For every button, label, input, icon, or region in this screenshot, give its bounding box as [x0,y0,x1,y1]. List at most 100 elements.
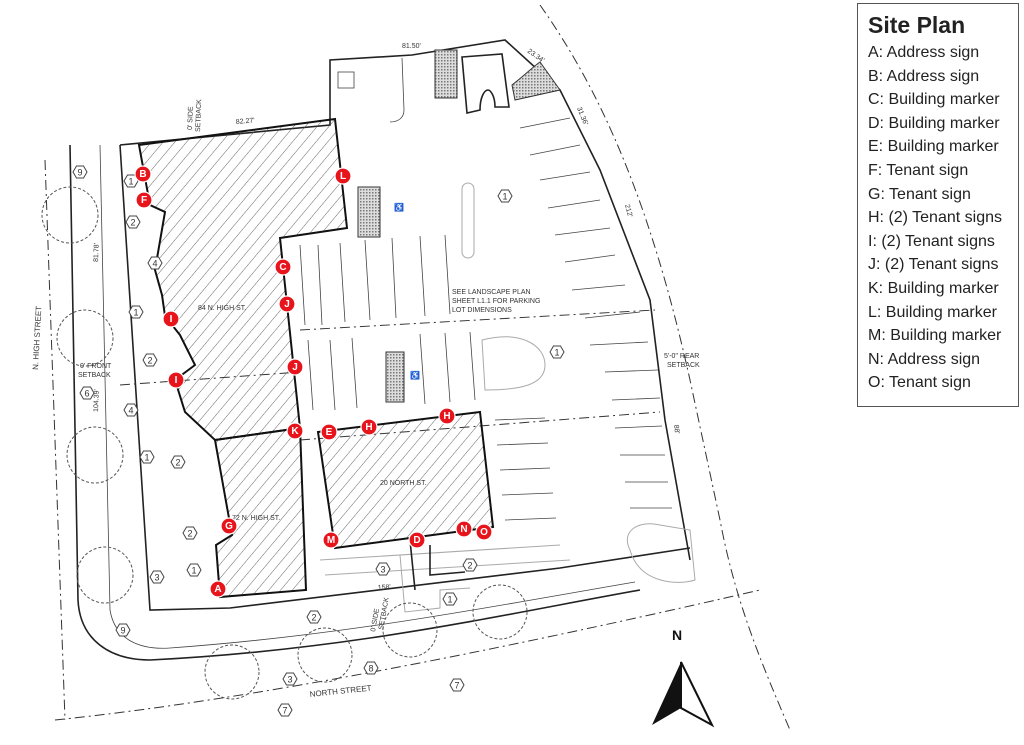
plaza-walks [319,544,571,613]
legend-item: K: Building marker [868,279,999,297]
callout-number: 2 [311,613,316,623]
marker-circle [274,258,292,276]
callout-tag: 2 [125,215,141,229]
callout-hexagon [375,562,391,576]
callout-tag: 1 [123,174,139,188]
marker-letter: B [139,169,146,180]
callout-hexagon [170,455,186,469]
street-label-west: N. HIGH STREET [31,306,43,371]
callout-tag: 1 [442,592,458,606]
callout-hexagon [79,386,95,400]
planting-area [434,49,458,99]
callout-hexagon [123,174,139,188]
marker-letter: L [340,171,346,182]
callout-number: 1 [554,348,559,358]
setback-label: 0' SIDE [370,608,381,633]
accessible-parking-icon: ♿ [410,370,420,380]
callout-tag: 6 [79,386,95,400]
callout-hexagon [462,558,478,572]
callout-number: 2 [175,458,180,468]
legend-item: E: Building marker [868,138,999,156]
row-line-east [539,4,791,731]
callout-tag: 9 [115,623,131,637]
accessible-aisle [357,186,381,238]
callout-hexagon [128,305,144,319]
callout-number: 1 [447,595,452,605]
tree-icon [41,186,99,244]
marker-letter: J [292,362,298,373]
callout-hexagon [115,623,131,637]
legend-title: Site Plan [868,12,966,38]
legend-item: L: Building marker [868,303,997,321]
marker-letter: C [279,262,286,273]
marker-letter: G [225,521,233,532]
sign-marker-b: B [134,165,152,183]
parking-stalls [299,117,672,521]
callout-hexagon [123,403,139,417]
site-boundary [119,39,691,561]
callout-tag: 2 [462,558,478,572]
marker-letter: J [284,299,290,310]
ramp-walls [409,539,466,591]
building-label-72: 72 N. HIGH ST. [232,515,280,522]
legend-item: B: Address sign [868,67,980,85]
callout-tag: 3 [375,562,391,576]
legend-item: A: Address sign [868,44,980,61]
callout-hexagon [147,256,163,270]
legend: Site Plan A: Address sign B: Address sign… [857,3,1019,407]
pad [337,71,355,89]
legend-item: H: (2) Tenant signs [868,209,1002,227]
callout-tag: 8 [363,661,379,675]
tree-icon [297,627,353,683]
marker-circle [334,167,352,185]
callout-tag: 3 [149,570,165,584]
tree-icon [76,546,134,604]
callout-number: 4 [152,259,157,269]
legend-item: G: Tenant sign [868,185,971,203]
tree-icon [382,602,438,658]
callout-tag: 4 [147,256,163,270]
row-line-south [54,589,761,721]
landscape-island [461,182,475,259]
callout-tag: 1 [497,189,513,203]
callout-number: 1 [502,192,507,202]
callout-hexagon [277,703,293,717]
callout-tag: 7 [277,703,293,717]
callout-hexagon [139,450,155,464]
building-label-20: 20 NORTH ST. [380,480,427,487]
callout-hexagon [549,345,565,359]
landscape-note-2: SHEET L1.1 FOR PARKING [452,298,540,305]
callout-number: 3 [380,565,385,575]
legend-item: N: Address sign [868,350,981,368]
callout-hexagon [182,526,198,540]
callout-tag: 1 [128,305,144,319]
setback-label: SETBACK [78,372,111,379]
tree-icon [472,584,528,640]
dumpster-enclosure [461,53,510,114]
marker-circle [162,310,180,328]
marker-letter: N [460,524,467,535]
legend-item: O: Tenant sign [868,374,971,392]
callout-number: 2 [467,561,472,571]
marker-letter: D [413,535,420,546]
dimension-label: 81.78' [93,243,101,262]
marker-letter: I [175,375,178,386]
callout-number: 8 [368,664,373,674]
walk [389,57,405,123]
callout-tag: 1 [139,450,155,464]
sign-marker-g: G [220,517,238,535]
sign-marker-m: M [322,531,340,549]
setback-label: 5'-0" REAR [664,353,699,360]
legend-item: D: Building marker [868,114,1000,132]
setback-label: 0' FRONT [80,363,112,370]
dimension-label: 82.27' [236,117,255,126]
callout-tag: 4 [123,403,139,417]
sign-marker-f: F [135,191,153,209]
site-boundary-south [119,144,691,611]
callout-tag: 2 [182,526,198,540]
callout-number: 3 [154,573,159,583]
tree-icon [56,309,114,367]
callout-tag: 7 [449,678,465,692]
sign-marker-l: L [334,167,352,185]
marker-letter: M [327,535,335,546]
